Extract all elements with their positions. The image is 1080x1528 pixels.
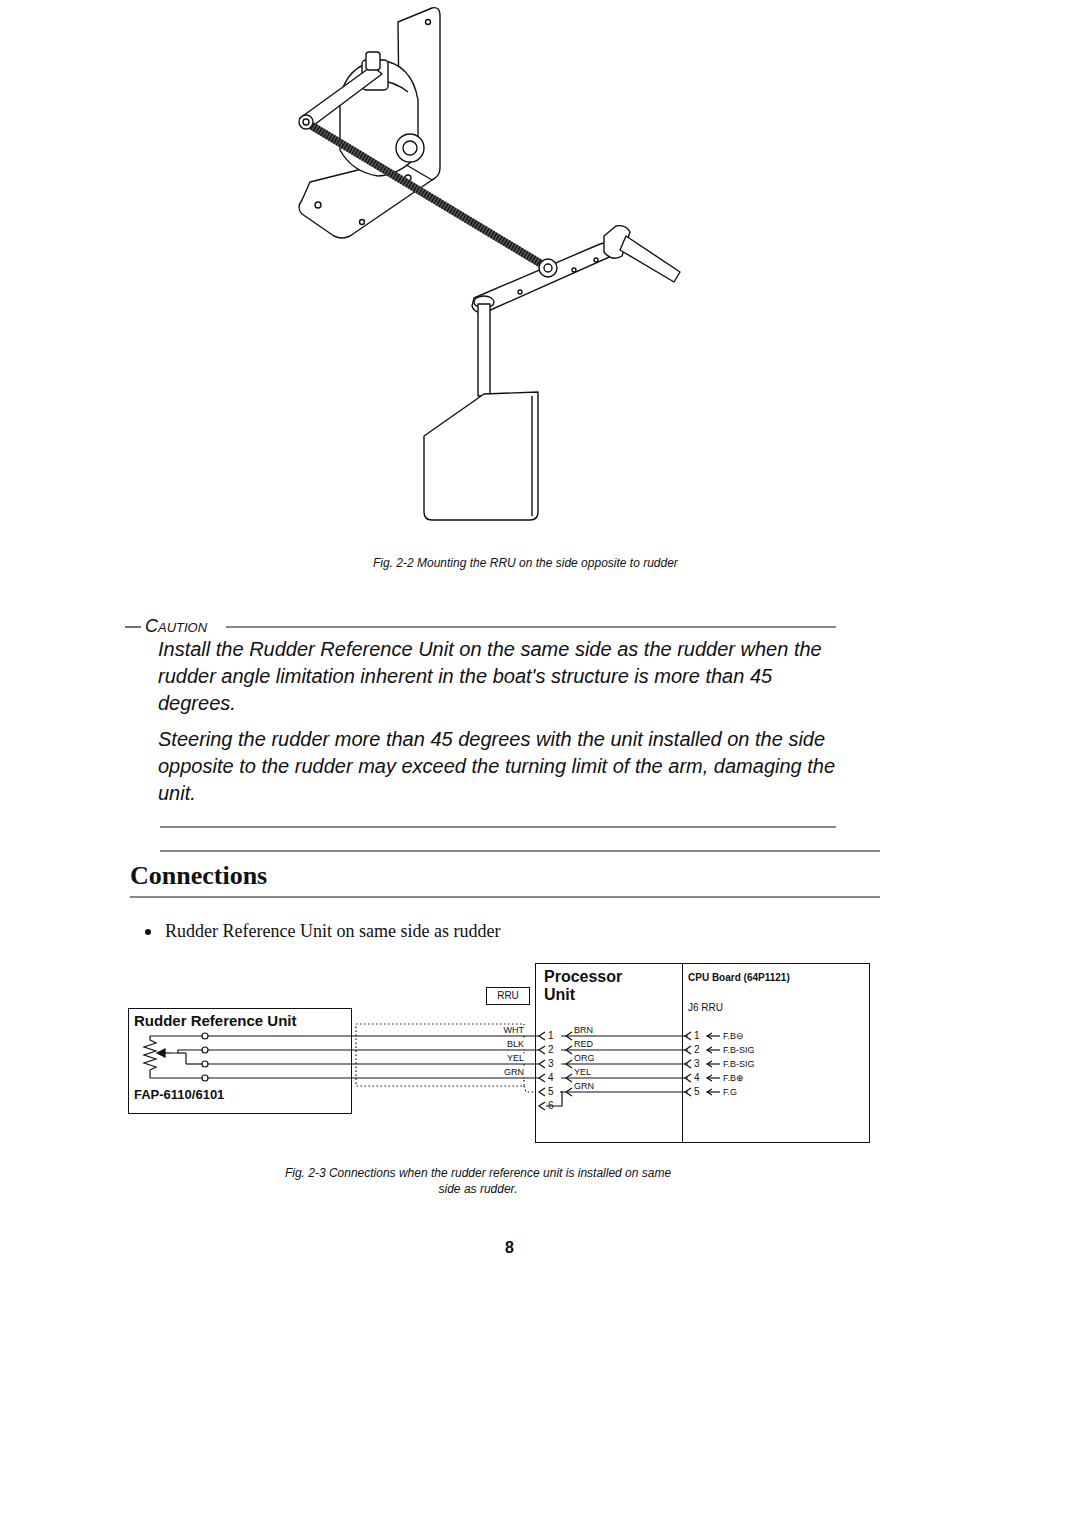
pin-number: 6 [548, 1100, 554, 1112]
cpu-board-box: CPU Board (64P1121) J6 RRU [682, 963, 870, 1143]
wire-color: BRN [573, 1025, 594, 1035]
page-number: 8 [505, 1238, 514, 1258]
pin-number: 1 [548, 1030, 554, 1042]
wire-color: YEL [506, 1053, 525, 1063]
pin-number: 3 [694, 1058, 700, 1070]
wire-color: WHT [503, 1025, 526, 1035]
wire [352, 1077, 539, 1078]
cable-shield [356, 1024, 524, 1086]
cable-gland [396, 134, 424, 162]
wire [352, 1063, 539, 1064]
pin-number: 4 [694, 1072, 700, 1084]
rudder-blade [424, 392, 538, 520]
node-text: Processor Unit [544, 968, 648, 1004]
blade-edge [531, 396, 532, 516]
caution-text: Install the Rudder Reference Unit on the… [158, 636, 848, 717]
connector-tag: RRU [486, 987, 530, 1005]
wire-color: ORG [573, 1053, 596, 1063]
pin-number: 1 [694, 1030, 700, 1042]
resistor-symbol [144, 1036, 156, 1078]
wire [561, 1091, 688, 1092]
arm-joint [299, 115, 313, 129]
bolt-hole [426, 20, 431, 25]
signal-name: F.B-SIG [723, 1044, 755, 1056]
wire [561, 1063, 688, 1064]
rod-thread [312, 126, 548, 268]
arm-hole [594, 258, 598, 262]
terminal [202, 1047, 208, 1053]
terminal [202, 1033, 208, 1039]
wiper-arrow [157, 1049, 165, 1057]
figure-caption: Fig. 2-2 Mounting the RRU on the side op… [373, 555, 678, 571]
bolt-hole [360, 220, 365, 225]
arm-joint-pin [303, 119, 309, 125]
node-text: Rudder Reference Unit [134, 1012, 297, 1030]
rod-end-pin [544, 264, 552, 272]
node-text: CPU Board (64P1121) [688, 972, 790, 984]
wire-color: GRN [503, 1067, 525, 1077]
node-text: J6 RRU [688, 1002, 723, 1014]
node-text: RRU [487, 990, 529, 1002]
wire-color: BLK [506, 1039, 525, 1049]
wire [561, 1049, 688, 1050]
node-text: FAP-6110/6101 [134, 1087, 224, 1103]
section-title: Connections [130, 860, 267, 892]
signal-name: F.G [723, 1086, 737, 1098]
signal-name: F.B⊖ [723, 1030, 744, 1042]
pin-number: 2 [548, 1044, 554, 1056]
signal-name: F.B⊕ [723, 1072, 744, 1084]
wire [561, 1035, 688, 1036]
bullet-text: Rudder Reference Unit on same side as ru… [165, 920, 500, 942]
pin-number: 5 [548, 1086, 554, 1098]
arm-hole [518, 290, 522, 294]
pin-number: 2 [694, 1044, 700, 1056]
cable-gland-inner [403, 141, 417, 155]
rru-arm [300, 66, 382, 128]
connector-chevrons [539, 1032, 720, 1110]
figure-caption: Fig. 2-3 Connections when the rudder ref… [282, 1165, 674, 1197]
wire [352, 1035, 539, 1036]
arm-hole [572, 268, 576, 272]
rudder-shaft [478, 304, 490, 396]
wire [352, 1049, 539, 1050]
threaded-rod [312, 126, 548, 268]
caution-text: Steering the rudder more than 45 degrees… [158, 726, 848, 807]
pin-number: 5 [694, 1086, 700, 1098]
bullet [145, 929, 151, 935]
wire-color: YEL [573, 1067, 592, 1077]
wire-color: RED [573, 1039, 594, 1049]
terminal [202, 1061, 208, 1067]
rod-end [539, 259, 557, 277]
caution-heading: Caution [145, 615, 207, 637]
steering-cable [620, 236, 680, 282]
wire-color: GRN [573, 1081, 595, 1091]
arm-hub [366, 52, 380, 70]
unit-box: Rudder Reference UnitFAP-6110/6101 [128, 1008, 352, 1114]
bolt-hole [315, 202, 321, 208]
tiller-arm [472, 243, 616, 313]
terminal [202, 1075, 208, 1081]
pin-number: 4 [548, 1072, 554, 1084]
wire [561, 1077, 688, 1078]
signal-name: F.B-SIG [723, 1058, 755, 1070]
pin-number: 3 [548, 1058, 554, 1070]
